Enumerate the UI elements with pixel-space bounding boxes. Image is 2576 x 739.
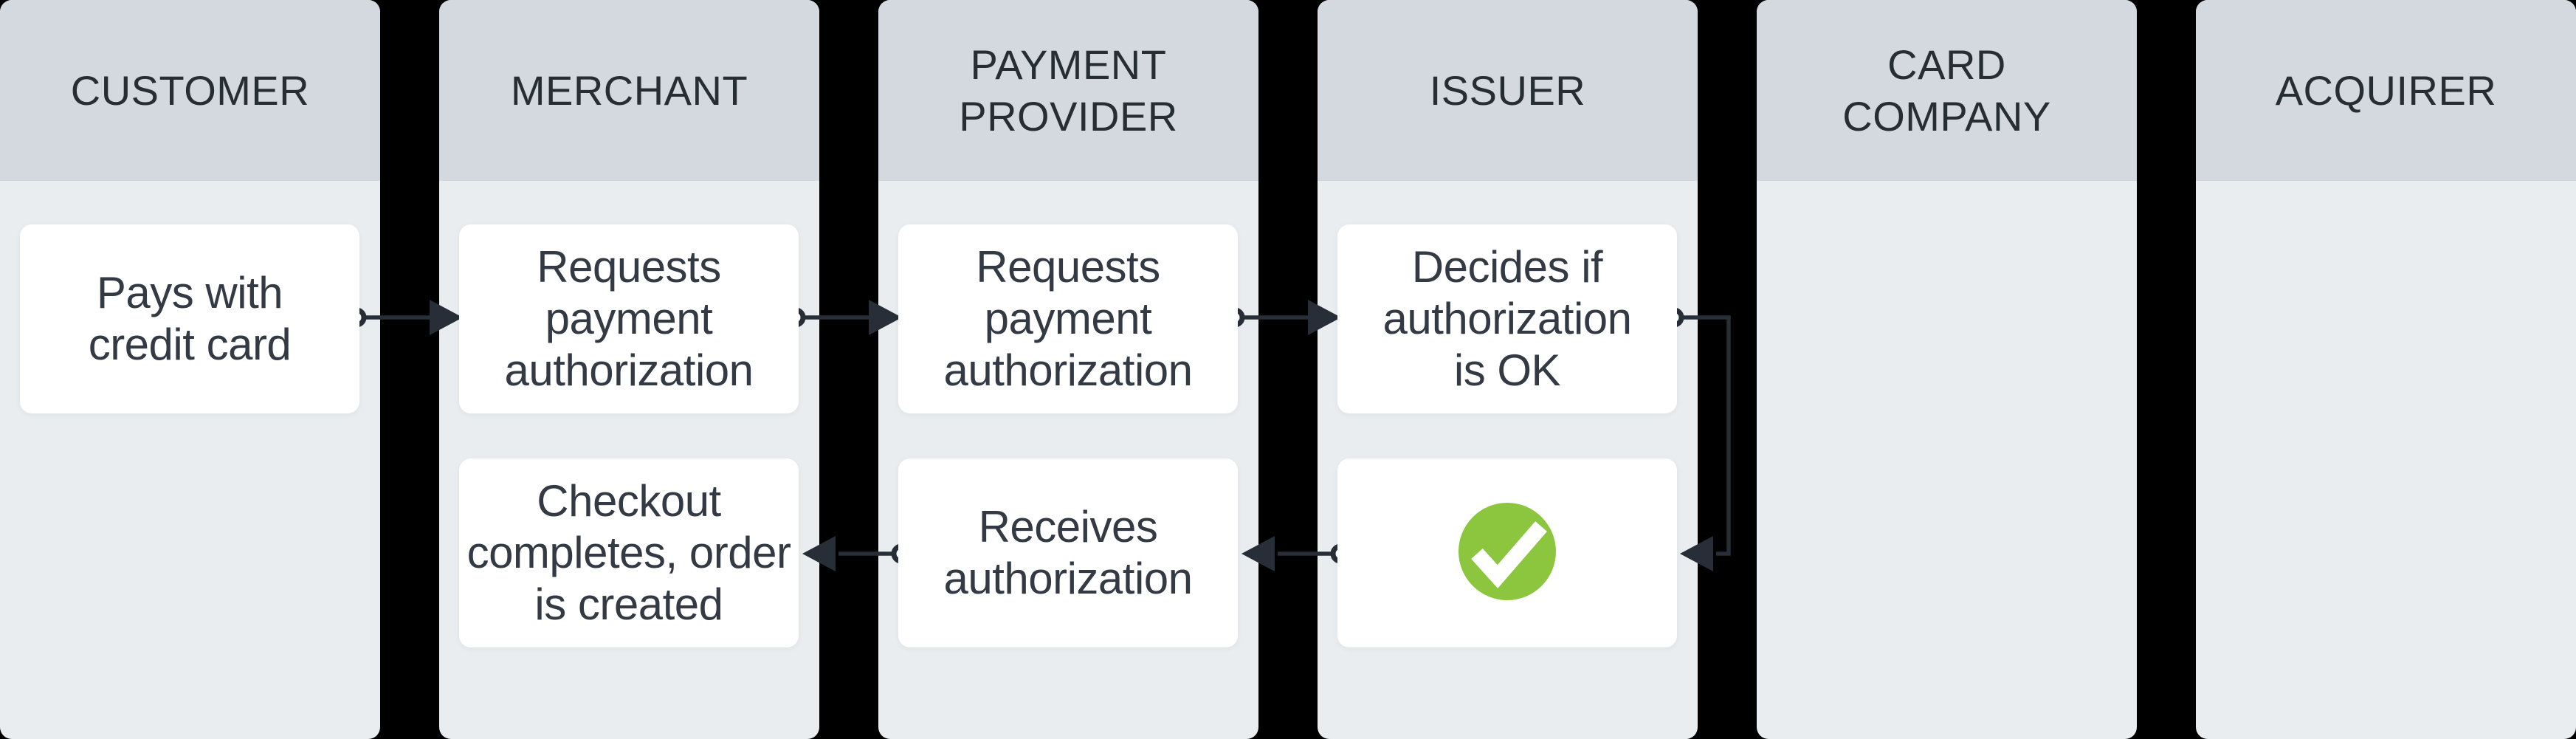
node-merchant-requests-auth: Requests payment authorization xyxy=(459,224,799,413)
node-provider-requests-auth: Requests payment authorization xyxy=(898,224,1238,413)
node-label: Receives authorization xyxy=(943,502,1193,603)
lane-header-card-company: CARD COMPANY xyxy=(1757,0,2137,181)
lane-acquirer: ACQUIRER xyxy=(2196,0,2576,739)
node-issuer-authorization-ok xyxy=(1337,458,1677,647)
lane-header-merchant: MERCHANT xyxy=(439,0,819,181)
node-customer-pays: Pays with credit card xyxy=(20,224,359,413)
lane-title: CUSTOMER xyxy=(70,66,310,114)
node-label: Pays with credit card xyxy=(88,268,292,369)
lane-title: CARD COMPANY xyxy=(1842,41,2051,140)
lane-card-company: CARD COMPANY xyxy=(1757,0,2137,739)
lane-title: PAYMENT PROVIDER xyxy=(959,41,1178,140)
node-label: Decides if authorization is OK xyxy=(1382,242,1632,395)
node-provider-receives-auth: Receives authorization xyxy=(898,458,1238,647)
lane-title: ISSUER xyxy=(1429,66,1586,114)
lane-header-issuer: ISSUER xyxy=(1318,0,1698,181)
node-issuer-decides: Decides if authorization is OK xyxy=(1337,224,1677,413)
lane-header-acquirer: ACQUIRER xyxy=(2196,0,2576,181)
lane-header-customer: CUSTOMER xyxy=(0,0,380,181)
node-merchant-checkout-completes: Checkout completes, order is created xyxy=(459,458,799,647)
node-label: Checkout completes, order is created xyxy=(466,476,791,629)
node-label: Requests payment authorization xyxy=(943,242,1193,395)
lane-title: MERCHANT xyxy=(510,66,748,114)
lane-header-payment-provider: PAYMENT PROVIDER xyxy=(878,0,1258,181)
check-circle-icon xyxy=(1452,496,1563,611)
lane-title: ACQUIRER xyxy=(2275,66,2497,114)
node-label: Requests payment authorization xyxy=(504,242,754,395)
